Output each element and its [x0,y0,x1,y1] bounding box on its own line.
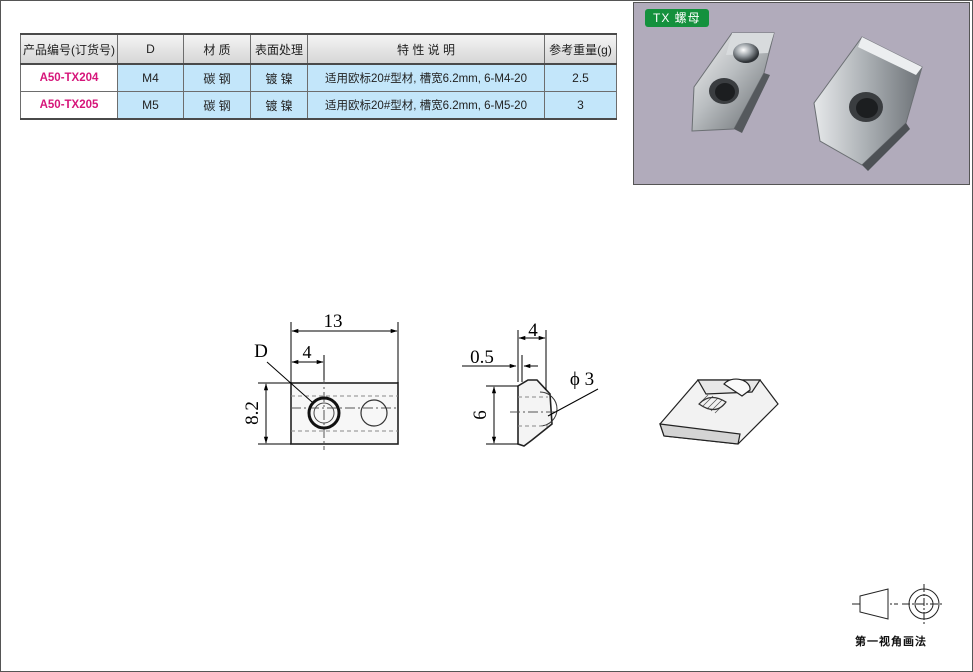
dim-side-height-6: 6 [470,410,491,420]
header-material: 材 质 [183,33,251,65]
product-tag: TX 螺母 [645,9,709,27]
dim-ball-phi-3: ϕ 3 [570,369,594,390]
projection-label: 第一视角画法 [855,636,927,648]
table-header-row: 产品编号(订货号) D 材 质 表面处理 特 性 说 明 参考重量(g) [20,33,617,65]
dim-side-width-4: 4 [528,320,538,341]
table-row: A50-TX204 M4 碳 钢 镀 镍 适用欧标20#型材, 槽宽6.2mm,… [20,63,617,92]
cell-weight: 3 [544,91,617,120]
header-description: 特 性 说 明 [307,33,545,65]
cell-description: 适用欧标20#型材, 槽宽6.2mm, 6-M5-20 [307,91,545,120]
cell-material: 碳 钢 [183,91,251,120]
photo-nuts-illustration [691,32,923,171]
product-photo: TX 螺母 [633,2,970,185]
first-angle-projection-icon [852,584,944,624]
photo-nut-with-ball [691,32,775,133]
isometric-view [659,378,779,445]
header-product-code: 产品编号(订货号) [20,33,118,65]
cell-d: M5 [117,91,184,120]
dim-offset-4: 4 [303,342,312,362]
spec-table: 产品编号(订货号) D 材 质 表面处理 特 性 说 明 参考重量(g) A50… [20,33,617,120]
cell-description: 适用欧标20#型材, 槽宽6.2mm, 6-M4-20 [307,63,545,92]
side-view [462,330,599,447]
cell-finish: 镀 镍 [250,63,308,92]
cell-product-code: A50-TX204 [20,63,118,92]
dim-diameter-d: D [254,341,268,362]
dim-height-8-2: 8.2 [242,401,263,425]
header-weight: 参考重量(g) [544,33,617,65]
table-row: A50-TX205 M5 碳 钢 镀 镍 适用欧标20#型材, 槽宽6.2mm,… [20,91,617,120]
dim-width-13: 13 [324,311,343,332]
cell-material: 碳 钢 [183,63,251,92]
front-view [258,322,399,450]
photo-nut-tilted [813,36,923,171]
cell-d: M4 [117,63,184,92]
cell-product-code: A50-TX205 [20,91,118,120]
dim-gap-0-5: 0.5 [470,347,494,368]
